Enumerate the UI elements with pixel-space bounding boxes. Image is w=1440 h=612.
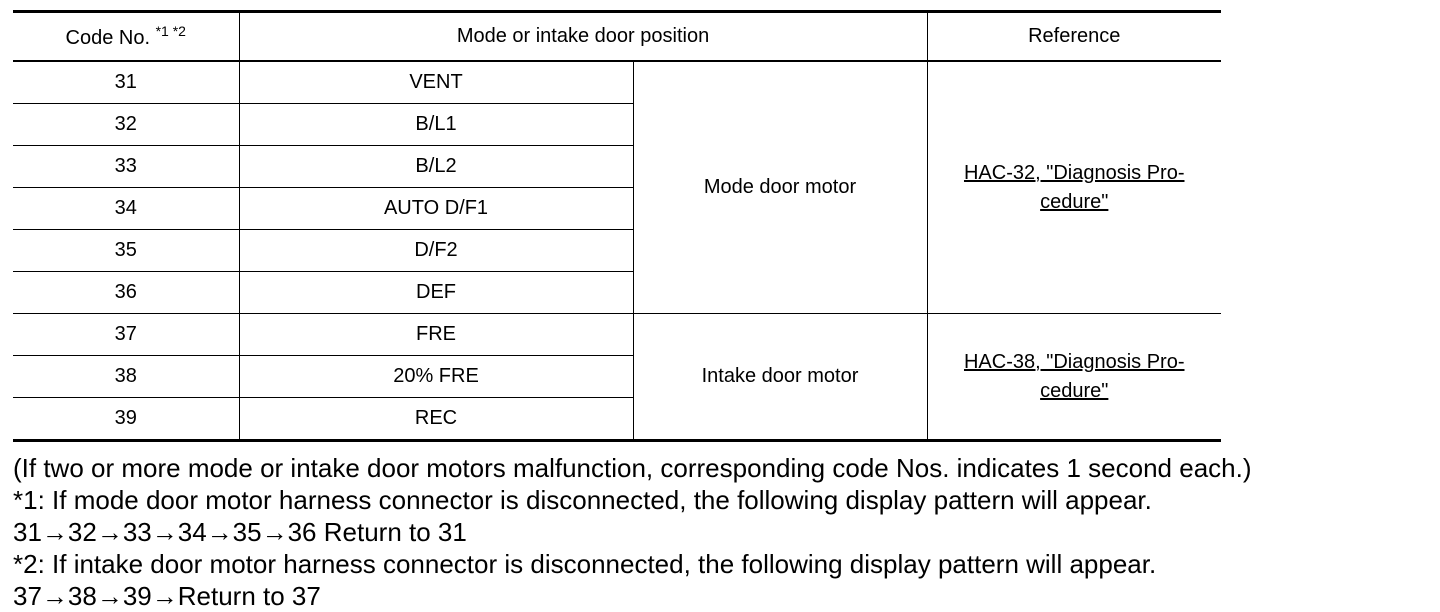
position-cell: 20% FRE <box>238 355 633 398</box>
table-row: 36 DEF <box>13 271 1221 314</box>
code-cell: 36 <box>13 271 240 314</box>
code-table: Code No. *1 *2 Mode or intake door posit… <box>13 10 1221 442</box>
table-row: 32 B/L1 <box>13 103 1221 146</box>
motor-cell-intake: Intake door motor <box>632 313 928 441</box>
code-cell: 31 <box>13 61 240 104</box>
note-intake-door-pattern: 37→38→39→Return to 37 <box>13 581 321 611</box>
header-code-no-superscript: *1 *2 <box>155 23 186 39</box>
reference-link-intake[interactable]: HAC-38, "Diagnosis Pro-cedure" <box>963 350 1185 402</box>
notes-section: (If two or more mode or intake door moto… <box>13 452 1433 612</box>
table-row: 35 D/F2 <box>13 229 1221 272</box>
code-cell: 34 <box>13 187 240 230</box>
table-row: 39 REC <box>13 397 1221 441</box>
header-position: Mode or intake door position <box>238 11 928 62</box>
note-mode-door-pattern: 31→32→33→34→35→36 Return to 31 <box>13 517 467 547</box>
table-row: 34 AUTO D/F1 <box>13 187 1221 230</box>
reference-cell-mode: HAC-32, "Diagnosis Pro-cedure" <box>926 61 1221 314</box>
position-cell: D/F2 <box>238 229 633 272</box>
position-cell: B/L2 <box>238 145 633 188</box>
note-mode-door-disconnect: *1: If mode door motor harness connector… <box>13 485 1152 515</box>
header-row: Code No. *1 *2 Mode or intake door posit… <box>13 11 1221 62</box>
position-cell: REC <box>238 397 633 441</box>
note-multiple-malfunction: (If two or more mode or intake door moto… <box>13 453 1252 483</box>
position-cell: VENT <box>238 61 634 104</box>
table-row: 31 VENT Mode door motor HAC-32, "Diagnos… <box>13 61 1221 314</box>
position-cell: DEF <box>238 271 633 314</box>
position-cell: B/L1 <box>238 103 633 146</box>
reference-link-mode[interactable]: HAC-32, "Diagnosis Pro-cedure" <box>963 161 1185 213</box>
code-cell: 33 <box>13 145 240 188</box>
code-cell: 32 <box>13 103 240 146</box>
code-table-container: Code No. *1 *2 Mode or intake door posit… <box>13 10 1221 442</box>
reference-cell-intake: HAC-38, "Diagnosis Pro-cedure" <box>926 313 1221 441</box>
table-row: 37 FRE Intake door motor HAC-38, "Diagno… <box>13 313 1221 441</box>
note-intake-door-disconnect: *2: If intake door motor harness connect… <box>13 549 1157 579</box>
position-cell: FRE <box>238 313 634 356</box>
code-cell: 37 <box>13 313 240 356</box>
code-cell: 35 <box>13 229 240 272</box>
code-cell: 39 <box>13 397 240 441</box>
motor-cell-mode: Mode door motor <box>632 61 928 314</box>
header-reference: Reference <box>926 11 1221 62</box>
position-cell: AUTO D/F1 <box>238 187 633 230</box>
header-code-no: Code No. *1 *2 <box>13 11 240 62</box>
table-row: 38 20% FRE <box>13 355 1221 398</box>
code-cell: 38 <box>13 355 240 398</box>
table-row: 33 B/L2 <box>13 145 1221 188</box>
